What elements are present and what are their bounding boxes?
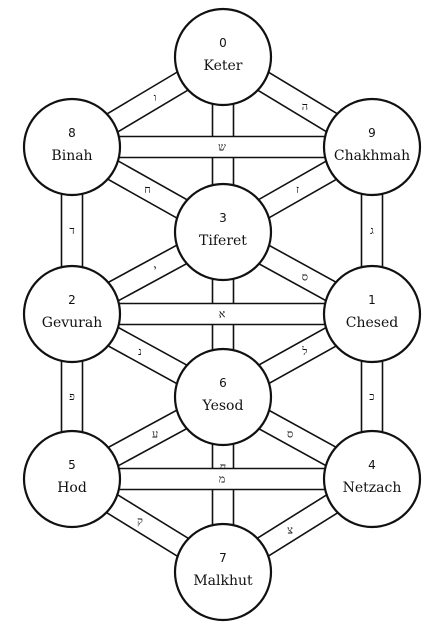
node-number: 0: [219, 36, 227, 50]
node-name: Tiferet: [199, 233, 247, 249]
node-circle: [22, 264, 122, 364]
path-letter: מ: [219, 473, 226, 486]
path-letter: ג: [370, 224, 374, 237]
path-letter: ח: [220, 461, 227, 474]
path-letter: ק: [137, 514, 143, 527]
path-letter: כ: [369, 390, 374, 403]
node-name: Chakhmah: [334, 148, 410, 164]
nodes-layer: 0Keter8Binah9Chakhmah3Tiferet2Gevurah1Ch…: [22, 7, 422, 622]
node-number: 6: [219, 376, 227, 390]
path-letter: ע: [152, 427, 158, 440]
node-number: 1: [368, 293, 376, 307]
node-name: Gevurah: [42, 315, 102, 331]
node-name: Chesed: [346, 315, 398, 331]
path-letter: ל: [301, 345, 307, 358]
node-number: 5: [68, 458, 76, 472]
node-circle: [22, 97, 122, 197]
node-number: 2: [68, 293, 76, 307]
node-number: 3: [219, 211, 227, 225]
path-letter: נ: [138, 345, 142, 358]
node-name: Netzach: [343, 480, 402, 496]
node-number: 4: [368, 458, 376, 472]
node-name: Binah: [51, 148, 92, 164]
node-number: 7: [219, 551, 227, 565]
node-name: Hod: [57, 480, 87, 496]
path-letter: ח: [144, 183, 151, 196]
path-letter: ס: [287, 427, 293, 440]
path-letter: פ: [69, 390, 75, 403]
node-circle: [322, 97, 422, 197]
node-circle: [322, 264, 422, 364]
path-letter: ז: [296, 183, 299, 196]
node-number: 9: [368, 126, 376, 140]
path-letter: י: [154, 262, 157, 275]
node-circle: [173, 522, 273, 622]
path-letter: צ: [287, 524, 293, 537]
path-letter: ש: [218, 141, 226, 154]
path-letter: ה: [302, 100, 308, 113]
node-number: 8: [68, 126, 76, 140]
node-name: Keter: [204, 58, 243, 74]
path-letter: א: [219, 308, 226, 321]
node-name: Malkhut: [193, 573, 253, 589]
node-circle: [173, 7, 273, 107]
node-circle: [173, 347, 273, 447]
node-circle: [173, 182, 273, 282]
node-circle: [22, 429, 122, 529]
node-name: Yesod: [202, 398, 244, 414]
path-letter: ו: [154, 91, 157, 104]
node-circle: [322, 429, 422, 529]
path-letter: ס: [302, 271, 308, 284]
path-letter: ד: [69, 224, 74, 237]
